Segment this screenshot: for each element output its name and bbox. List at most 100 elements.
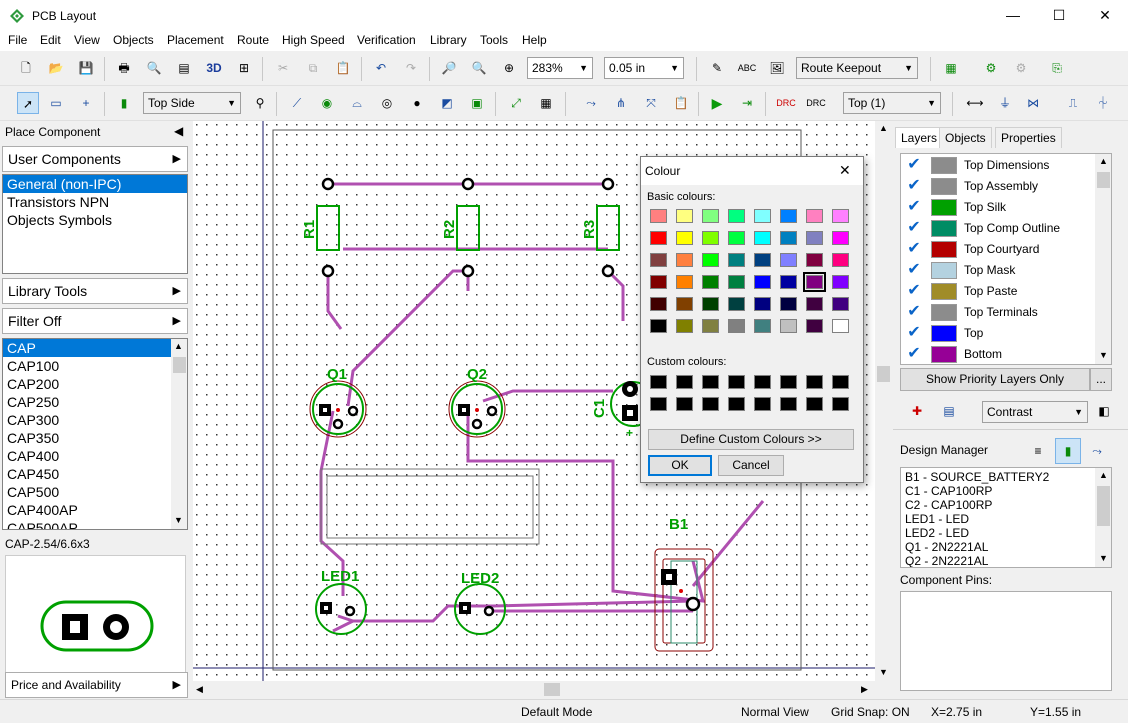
part-item[interactable]: CAP200	[7, 376, 60, 392]
layers-scrollbar[interactable]: ▲ ▼	[1095, 154, 1111, 364]
parts-scrollbar[interactable]: ▲ ▼	[171, 339, 187, 529]
menu-tools[interactable]: Tools	[480, 33, 509, 47]
custom-colour-swatch[interactable]	[676, 375, 693, 389]
add-layer-icon[interactable]: ✚	[911, 404, 923, 418]
menu-placement[interactable]: Placement	[167, 33, 224, 47]
checkmark-icon[interactable]: ✔	[907, 303, 921, 320]
basic-colour-swatch[interactable]	[780, 297, 797, 311]
cut-icon[interactable]: ✂	[277, 61, 289, 75]
menu-file[interactable]: File	[8, 33, 28, 47]
tab-layers[interactable]: Layers	[895, 127, 944, 148]
custom-colour-swatch[interactable]	[780, 375, 797, 389]
basic-colour-swatch[interactable]	[832, 297, 849, 311]
basic-colour-swatch[interactable]	[806, 297, 823, 311]
filter-header[interactable]: Filter Off▶	[2, 308, 188, 334]
dimension-icon[interactable]: ⤢	[511, 96, 521, 110]
category-item[interactable]: Objects Symbols	[7, 212, 113, 228]
menu-library[interactable]: Library	[430, 33, 467, 47]
dm-item[interactable]: Q2 - 2N2221AL	[905, 554, 989, 568]
minimize-button[interactable]: —	[1006, 7, 1020, 23]
custom-colour-swatch[interactable]	[728, 375, 745, 389]
category-item[interactable]: Transistors NPN	[7, 194, 110, 210]
basic-colour-swatch[interactable]	[780, 275, 797, 289]
basic-colour-swatch[interactable]	[650, 253, 667, 267]
layer-color-swatch[interactable]	[931, 304, 957, 321]
basic-colour-swatch[interactable]	[702, 275, 719, 289]
layer-color-swatch[interactable]	[931, 178, 957, 195]
basic-colour-swatch[interactable]	[806, 319, 823, 333]
autoroute-settings-icon[interactable]: ⇥	[741, 96, 753, 110]
menu-high-speed[interactable]: High Speed	[282, 33, 345, 47]
more-button[interactable]: ...	[1090, 368, 1112, 391]
basic-colour-swatch[interactable]	[754, 297, 771, 311]
basic-colour-swatch[interactable]	[650, 319, 667, 333]
scroll-thumb[interactable]	[544, 683, 560, 696]
part-item[interactable]: CAP500AP	[7, 520, 78, 530]
table-icon[interactable]: ▦	[540, 96, 552, 110]
custom-colour-swatch[interactable]	[650, 397, 667, 411]
tab-properties[interactable]: Properties	[995, 127, 1062, 148]
run-autoroute-icon[interactable]: ▶	[711, 95, 723, 111]
basic-colour-swatch[interactable]	[806, 253, 823, 267]
dm-item[interactable]: C1 - CAP100RP	[905, 484, 993, 498]
basic-colour-swatch[interactable]	[676, 297, 693, 311]
diff-pair-icon[interactable]: ⋈	[1027, 96, 1039, 110]
checkmark-icon[interactable]: ✔	[907, 240, 921, 257]
dm-list-icon[interactable]: ≡	[1034, 444, 1042, 458]
select-arrow-icon[interactable]: ➚	[17, 92, 39, 114]
close-button[interactable]: ✕	[1099, 7, 1111, 23]
menu-help[interactable]: Help	[522, 33, 547, 47]
scroll-left-icon[interactable]: ◀	[196, 684, 203, 694]
basic-colour-swatch[interactable]	[754, 253, 771, 267]
basic-colour-swatch[interactable]	[650, 209, 667, 223]
polygon-icon[interactable]: ◩	[441, 96, 453, 110]
checkmark-icon[interactable]: ✔	[907, 198, 921, 215]
canvas-vscroll[interactable]: ▲ ▼	[875, 121, 892, 681]
new-icon[interactable]: 🗋	[21, 61, 31, 75]
fanout-icon[interactable]: ⋔	[615, 96, 627, 110]
layer-color-swatch[interactable]	[931, 241, 957, 258]
basic-colour-swatch[interactable]	[754, 231, 771, 245]
checkmark-icon[interactable]: ✔	[907, 345, 921, 362]
user-components-header[interactable]: User Components▶	[2, 146, 188, 172]
checkmark-icon[interactable]: ✔	[907, 282, 921, 299]
checkmark-icon[interactable]: ✔	[907, 261, 921, 278]
custom-colour-swatch[interactable]	[650, 375, 667, 389]
menu-verification[interactable]: Verification	[357, 33, 416, 47]
layer-stack-icon[interactable]: ◧	[1098, 404, 1110, 418]
maximize-button[interactable]: ☐	[1052, 7, 1066, 23]
scroll-up-icon[interactable]: ▲	[1099, 156, 1108, 166]
layer-color-swatch[interactable]	[931, 262, 957, 279]
contrast-combo[interactable]: Contrast▼	[982, 401, 1088, 423]
basic-colour-swatch[interactable]	[728, 231, 745, 245]
basic-colour-swatch[interactable]	[803, 272, 826, 292]
clipboard-icon[interactable]: 📋	[673, 96, 689, 110]
basic-colour-swatch[interactable]	[754, 275, 771, 289]
part-item[interactable]: CAP500	[7, 484, 60, 500]
basic-colour-swatch[interactable]	[702, 209, 719, 223]
netlist-disabled-icon[interactable]: ⚙	[1015, 61, 1027, 75]
side-combo[interactable]: Top Side▼	[143, 92, 241, 114]
component-pins-list[interactable]	[900, 591, 1112, 691]
basic-colour-swatch[interactable]	[728, 209, 745, 223]
ok-button[interactable]: OK	[648, 455, 712, 476]
3d-view-button[interactable]: 3D	[206, 61, 222, 75]
dm-item[interactable]: B1 - SOURCE_BATTERY2	[905, 470, 1050, 484]
component-icon[interactable]: ▮	[120, 96, 128, 110]
scroll-down-icon[interactable]: ▼	[1099, 350, 1108, 360]
layer-color-swatch[interactable]	[931, 325, 957, 342]
scroll-up-icon[interactable]: ▲	[879, 123, 888, 133]
dm-scrollbar[interactable]: ▲ ▼	[1095, 468, 1111, 567]
grid-size-combo[interactable]: 0.05 in▼	[604, 57, 684, 79]
part-item[interactable]: CAP400	[7, 448, 60, 464]
basic-colour-swatch[interactable]	[676, 275, 693, 289]
layer-combo[interactable]: Top (1)▼	[843, 92, 941, 114]
zoom-in-icon[interactable]: 🔎	[441, 61, 457, 75]
basic-colour-swatch[interactable]	[754, 319, 771, 333]
custom-colour-swatch[interactable]	[832, 397, 849, 411]
basic-colour-swatch[interactable]	[832, 209, 849, 223]
net-route-icon[interactable]: ⤳	[586, 96, 596, 110]
redo-icon[interactable]: ↷	[405, 61, 417, 75]
basic-colour-swatch[interactable]	[702, 253, 719, 267]
basic-colour-swatch[interactable]	[650, 275, 667, 289]
